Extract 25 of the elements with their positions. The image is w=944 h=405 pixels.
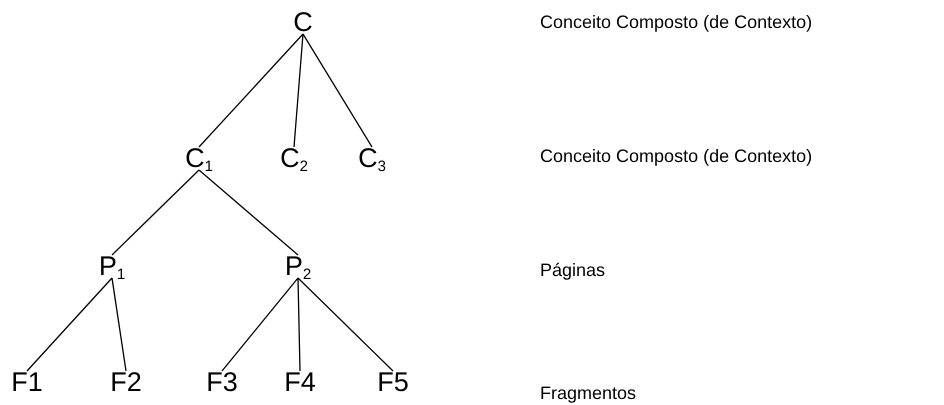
node-label: P$_{2}$ xyxy=(284,253,312,280)
node-label: C$_{2}$ xyxy=(280,145,308,172)
tree-line xyxy=(293,34,304,148)
level-label: Páginas xyxy=(540,260,606,281)
tree-line xyxy=(302,34,373,148)
tree-line xyxy=(298,278,394,372)
node-label: C xyxy=(293,9,313,36)
node-label: F1 xyxy=(11,369,43,396)
node-label: C$_{1}$ xyxy=(185,145,213,172)
tree-line xyxy=(198,170,298,256)
node-label: C$_{3}$ xyxy=(358,145,386,172)
tree-line xyxy=(198,34,304,148)
level-label: Fragmentos xyxy=(540,383,636,404)
node-label: F2 xyxy=(110,369,142,396)
tree-line xyxy=(112,170,200,256)
level-label: Conceito Composto (de Contexto) xyxy=(540,146,812,167)
level-label: Conceito Composto (de Contexto) xyxy=(540,12,812,33)
tree-line xyxy=(111,278,127,372)
tree-line xyxy=(26,278,112,372)
tree-line xyxy=(297,278,301,372)
node-label: F3 xyxy=(206,369,238,396)
node-label: F5 xyxy=(377,369,409,396)
node-label: P$_{1}$ xyxy=(98,253,126,280)
tree-line xyxy=(222,278,298,372)
node-label: F4 xyxy=(284,369,316,396)
